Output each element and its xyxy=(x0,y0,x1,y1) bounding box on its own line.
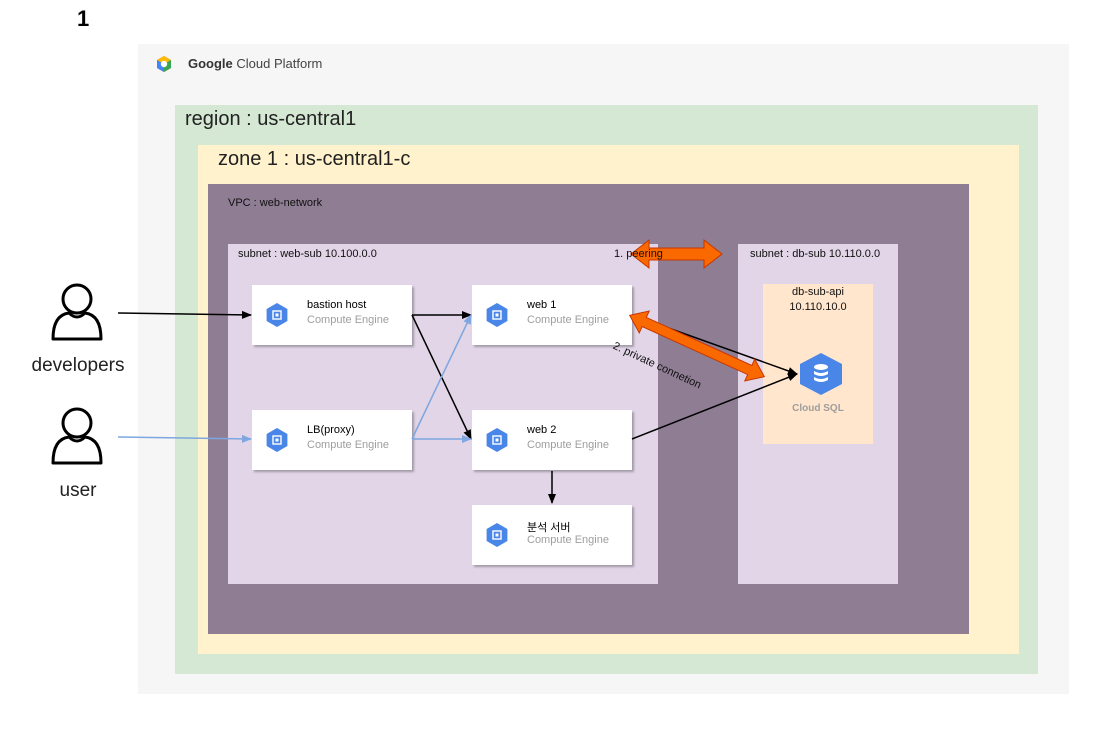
compute-engine-icon xyxy=(486,428,508,452)
vpc-label: VPC : web-network xyxy=(228,197,323,209)
node-service: Compute Engine xyxy=(527,534,609,546)
gcp-product: Cloud Platform xyxy=(236,56,323,71)
compute-engine-icon xyxy=(266,428,288,452)
node-name: LB(proxy) xyxy=(307,424,355,436)
db-group-name: db-sub-api xyxy=(792,286,844,298)
person-icon xyxy=(51,407,103,465)
node-name: web 1 xyxy=(527,299,557,311)
node-analysis-server[interactable]: 분석 서버 Compute Engine xyxy=(472,505,632,565)
node-service: Compute Engine xyxy=(527,439,609,451)
compute-engine-icon xyxy=(486,303,508,327)
gcp-hexagon-icon xyxy=(157,56,171,72)
edge-user-lb xyxy=(117,434,252,443)
compute-engine-icon xyxy=(486,523,508,547)
db-group-ip: 10.110.10.0 xyxy=(789,301,847,313)
user-label: user xyxy=(59,480,97,501)
zone-label: zone 1 : us-central1-c xyxy=(218,148,411,170)
edge-developers-bastion xyxy=(117,310,252,319)
db-group-title: db-sub-api 10.110.10.0 xyxy=(763,285,873,315)
page-number: 1 xyxy=(77,6,90,31)
developers-label: developers xyxy=(31,355,125,376)
cloud-sql-label: Cloud SQL xyxy=(792,403,844,414)
node-bastion-host[interactable]: bastion host Compute Engine xyxy=(252,285,412,345)
node-service: Compute Engine xyxy=(307,439,389,451)
node-name: bastion host xyxy=(307,299,367,311)
subnet-db-label: subnet : db-sub 10.110.0.0 xyxy=(750,248,881,260)
person-icon xyxy=(51,283,103,341)
node-service: Compute Engine xyxy=(307,314,389,326)
node-web-2[interactable]: web 2 Compute Engine xyxy=(472,410,632,470)
node-service: Compute Engine xyxy=(527,314,609,326)
compute-engine-icon xyxy=(266,303,288,327)
node-lb-proxy[interactable]: LB(proxy) Compute Engine xyxy=(252,410,412,470)
gcp-title: Google Cloud Platform xyxy=(188,56,322,71)
gcp-brand: Google xyxy=(188,56,233,71)
cloud-sql-icon[interactable] xyxy=(798,352,844,396)
node-web-1[interactable]: web 1 Compute Engine xyxy=(472,285,632,345)
node-name: web 2 xyxy=(527,424,557,436)
peering-label: 1. peering xyxy=(614,248,663,260)
edge-lb-web1 xyxy=(411,314,472,440)
peering-arrow xyxy=(630,238,723,270)
subnet-web-label: subnet : web-sub 10.100.0.0 xyxy=(238,248,377,260)
private-connection-arrow xyxy=(628,310,766,382)
region-label: region : us-central1 xyxy=(185,108,357,130)
node-name: 분석 서버 xyxy=(527,522,571,534)
edge-web2-cloudsql xyxy=(631,373,798,440)
